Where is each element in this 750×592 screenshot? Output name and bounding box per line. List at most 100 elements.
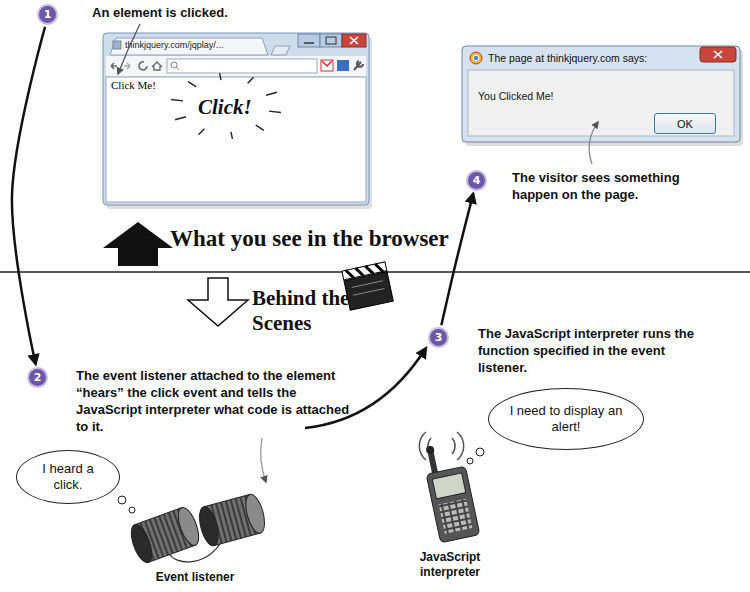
step-caption: The visitor sees something happen on the… (512, 170, 727, 204)
browser-window (110, 38, 268, 55)
alert-dialog (462, 46, 740, 142)
down-arrow (188, 278, 248, 326)
interpreter-device (439, 499, 473, 534)
leader-line (261, 438, 266, 482)
click-burst (256, 125, 264, 130)
click-burst (171, 73, 281, 139)
node-text: I need to display an alert! (506, 403, 626, 434)
browser-window (304, 42, 314, 44)
alert-dialog (700, 47, 736, 62)
up-arrow (103, 222, 173, 266)
browser-window (103, 33, 372, 209)
radio-waves (457, 432, 464, 460)
alert-dialog (468, 70, 734, 136)
click-burst (188, 82, 196, 87)
browser-window (167, 59, 317, 73)
thought-bubble: I need to display an alert! (488, 388, 644, 450)
browser-window (326, 37, 336, 44)
browser-window (111, 63, 117, 69)
click-burst (269, 111, 281, 112)
click-sound: Click! (198, 95, 252, 120)
interpreter-device (425, 445, 434, 454)
clapperboard (342, 262, 393, 310)
browser-window (271, 46, 290, 55)
clapperboard (353, 289, 384, 296)
tin-can-phone (242, 492, 268, 535)
leader-line (261, 438, 266, 482)
flow-arrow (441, 194, 473, 326)
tin-can-phone (196, 492, 268, 547)
browser-window (176, 67, 179, 70)
alert-dialog (473, 55, 479, 61)
radio-waves (419, 432, 426, 460)
callout-number: 4 (473, 174, 481, 187)
browser-window (139, 62, 147, 70)
ok-button: OK (654, 113, 716, 134)
click-burst (248, 77, 254, 83)
browser-window (113, 41, 121, 49)
node-text: I heard a click. (33, 461, 103, 492)
browser-window (320, 34, 342, 47)
page-link: Click Me! (111, 79, 156, 91)
interpreter-device (426, 466, 480, 543)
tab-title: thinkjquery.com/jqplay/... (125, 40, 223, 50)
click-burst (198, 129, 204, 135)
browser-window (152, 62, 162, 70)
click-burst (171, 99, 183, 100)
down-arrow (188, 278, 248, 326)
figure-label: JavaScript interpreter (405, 550, 495, 580)
step-number: 4 (466, 170, 487, 191)
alert-dialog: The page at thinkjquery.com says: You Cli… (462, 46, 740, 142)
browser-window (322, 61, 332, 66)
click-burst (175, 117, 186, 120)
tin-can-phone (127, 505, 203, 565)
browser-window (106, 37, 372, 209)
browser-window (298, 34, 320, 47)
step-number: 1 (37, 4, 58, 25)
browser-window: thinkjquery.com/jqplay/... Click Me! Click… (103, 33, 369, 205)
callout-number: 3 (435, 331, 443, 344)
radio-waves (419, 432, 463, 460)
thought-bubble: I heard a click. (16, 450, 120, 504)
tin-can-phone (127, 492, 268, 565)
callout-number: 2 (34, 371, 42, 384)
alert-dialog (462, 46, 743, 146)
radio-waves (452, 438, 455, 454)
alert-dialog (714, 51, 722, 58)
browser-window (124, 63, 130, 69)
clapperboard (352, 281, 383, 288)
step-caption: The event listener attached to the eleme… (76, 368, 354, 436)
step-caption: The JavaScript interpreter runs the func… (478, 326, 698, 377)
interpreter-device (421, 440, 480, 543)
callout-number: 1 (44, 8, 52, 21)
bubble-tail (118, 496, 126, 504)
interpreter-device (428, 452, 438, 473)
browser-window (321, 60, 333, 71)
step-number: 2 (27, 367, 48, 388)
bubble-tail (129, 507, 135, 513)
browser-window (354, 61, 363, 70)
bubble-tail (476, 448, 484, 456)
browser-window (337, 60, 349, 71)
clapperboard (342, 262, 387, 280)
browser-window (342, 34, 366, 47)
browser-window (350, 37, 358, 44)
tin-can-phone (174, 505, 203, 548)
tin-can-phone (127, 522, 156, 565)
browser-window (103, 33, 369, 205)
leader-line (589, 122, 598, 164)
step-caption: An element is clicked. (92, 5, 322, 22)
leader-line (589, 122, 598, 164)
bubble-tail (467, 458, 473, 464)
dialog-message: You Clicked Me! (478, 90, 553, 102)
tin-can-phone (196, 505, 222, 548)
flow-arrow (12, 27, 45, 364)
step-number: 3 (428, 327, 449, 348)
browser-window (106, 77, 366, 202)
dialog-title: The page at thinkjquery.com says: (488, 52, 647, 64)
figure-label: Event listener (140, 570, 250, 585)
node-text: OK (677, 118, 693, 130)
alert-dialog (470, 52, 482, 64)
interpreter-device (432, 473, 466, 499)
clapperboard (346, 263, 383, 279)
